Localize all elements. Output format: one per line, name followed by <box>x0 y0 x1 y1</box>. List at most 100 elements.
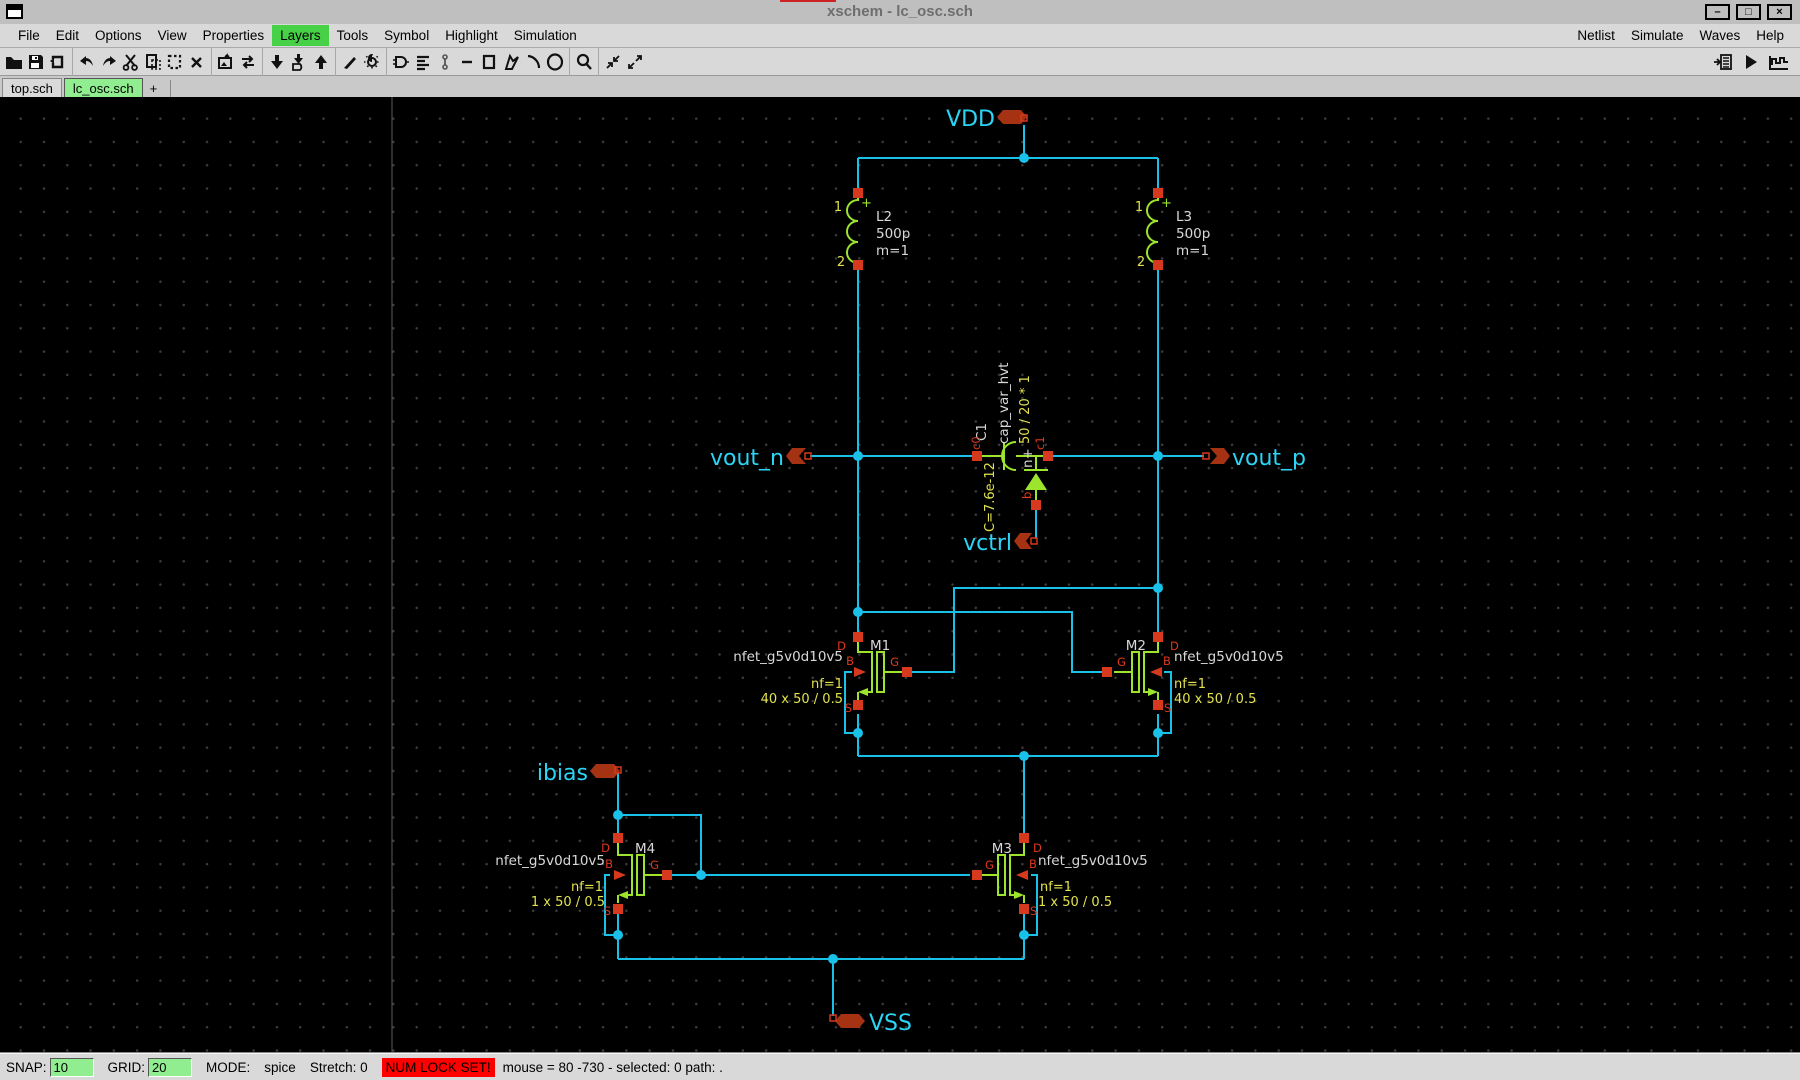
svg-text:M4[interactable]: M4 <box>635 841 655 857</box>
svg-text:M3[interactable]: M3 <box>992 841 1012 857</box>
port-vctrl[interactable]: vctrl <box>963 531 1038 556</box>
menu-tools[interactable]: Tools <box>336 28 369 43</box>
menu-file[interactable]: File <box>18 28 40 43</box>
transistor-M3[interactable]: D G S B M3 nfet_g5v0d10v5 nf=1 1 x 50 / … <box>972 833 1148 918</box>
snap-input[interactable] <box>49 1057 94 1077</box>
svg-text:40 x 50 / 0.5[interactable]: 40 x 50 / 0.5 <box>761 692 843 707</box>
menu-netlist[interactable]: Netlist <box>1577 28 1615 43</box>
open-file-icon[interactable] <box>3 51 25 73</box>
menu-simulation[interactable]: Simulation <box>513 28 577 43</box>
svg-text:L3[interactable]: L3 <box>1176 209 1192 225</box>
toggle-light-icon[interactable] <box>361 51 383 73</box>
save-icon[interactable] <box>25 51 47 73</box>
port-vss[interactable]: VSS <box>829 1011 912 1036</box>
tab-top-sch[interactable]: top.sch <box>2 78 62 97</box>
insert-component-icon[interactable] <box>390 51 412 73</box>
undo-icon[interactable] <box>76 51 98 73</box>
cut-icon[interactable] <box>120 51 142 73</box>
svg-text:cap_var_hvt[interactable]: cap_var_hvt <box>996 363 1012 444</box>
svg-text:nfet_g5v0d10v5[interactable]: nfet_g5v0d10v5 <box>1038 853 1148 869</box>
svg-text:50 / 20 * 1[interactable]: 50 / 20 * 1 <box>1018 375 1033 444</box>
netlist-lines-icon[interactable] <box>412 51 434 73</box>
reload-icon[interactable] <box>47 51 69 73</box>
insert-label-icon[interactable] <box>434 51 456 73</box>
port-vout-p[interactable]: vout_p <box>1202 446 1306 471</box>
svg-text:vout_n[interactable]: vout_n <box>710 446 784 471</box>
draw-circle-icon[interactable] <box>544 51 566 73</box>
draw-polygon-icon[interactable] <box>500 51 522 73</box>
copy-icon[interactable] <box>142 51 164 73</box>
svg-text:nfet_g5v0d10v5[interactable]: nfet_g5v0d10v5 <box>1174 649 1284 665</box>
svg-text:ibias[interactable]: ibias <box>537 761 588 786</box>
zoom-in-icon[interactable] <box>602 51 624 73</box>
menu-highlight[interactable]: Highlight <box>445 28 498 43</box>
svg-text:500p[interactable]: 500p <box>1176 226 1210 242</box>
svg-text:nfet_g5v0d10v5[interactable]: nfet_g5v0d10v5 <box>733 649 843 665</box>
schematic-canvas[interactable]: 1 2 + L2 500p m=1 1 2 + L3 500p m=1 C1 c… <box>0 97 1800 1053</box>
svg-text:C=7.6e-12[interactable]: C=7.6e-12 <box>983 462 998 532</box>
close-button[interactable]: × <box>1767 4 1792 20</box>
menu-waves[interactable]: Waves <box>1699 28 1741 43</box>
draw-rectangle-icon[interactable] <box>478 51 500 73</box>
port-vdd[interactable]: VDD <box>946 107 1028 132</box>
svg-text:1 x 50 / 0.5[interactable]: 1 x 50 / 0.5 <box>1038 895 1112 910</box>
minimize-button[interactable]: – <box>1705 4 1730 20</box>
insert-symbol-icon[interactable] <box>215 51 237 73</box>
svg-text:C1[interactable]: C1 <box>974 423 990 441</box>
descend-symbol-icon[interactable] <box>288 51 310 73</box>
svg-text:nf=1[interactable]: nf=1 <box>1174 677 1206 692</box>
port-ibias[interactable]: ibias <box>537 761 622 786</box>
inductor-L2[interactable]: 1 2 + L2 500p m=1 <box>834 188 910 270</box>
grid-input[interactable] <box>148 1057 193 1077</box>
netlist-icon[interactable] <box>1712 51 1734 73</box>
menu-simulate[interactable]: Simulate <box>1630 28 1684 43</box>
svg-text:m=1[interactable]: m=1 <box>876 243 909 259</box>
varactor-C1[interactable]: C1 cap_var_hvt 50 / 20 * 1 C=7.6e-12 n+ … <box>969 363 1053 532</box>
delete-icon[interactable] <box>186 51 208 73</box>
svg-text:M1[interactable]: M1 <box>870 638 890 654</box>
port-vout-n[interactable]: vout_n <box>710 446 812 471</box>
svg-text:vout_p[interactable]: vout_p <box>1232 446 1306 471</box>
transistor-M2[interactable]: D G S B M2 nfet_g5v0d10v5 nf=1 40 x 50 /… <box>1102 632 1284 715</box>
inductor-L3[interactable]: 1 2 + L3 500p m=1 <box>1135 188 1210 270</box>
menu-symbol[interactable]: Symbol <box>384 28 430 43</box>
new-tab-button[interactable]: + <box>149 81 158 96</box>
menu-properties[interactable]: Properties <box>202 28 265 43</box>
svg-text:nfet_g5v0d10v5[interactable]: nfet_g5v0d10v5 <box>495 853 605 869</box>
maximize-button[interactable]: □ <box>1736 4 1761 20</box>
svg-text:m=1[interactable]: m=1 <box>1176 243 1209 259</box>
menu-view[interactable]: View <box>157 28 187 43</box>
menu-options[interactable]: Options <box>95 28 142 43</box>
wires[interactable] <box>604 125 1204 1016</box>
wire-m1d-to-m2g[interactable] <box>858 611 1102 673</box>
transistor-M1[interactable]: D G S B M1 nfet_g5v0d10v5 nf=1 40 x 50 /… <box>733 632 912 715</box>
wire-m1g-to-m2d[interactable] <box>912 587 1158 673</box>
descend-schematic-icon[interactable] <box>266 51 288 73</box>
zoom-box-icon[interactable] <box>573 51 595 73</box>
svg-text:L2[interactable]: L2 <box>876 209 892 225</box>
menu-layers[interactable]: Layers <box>272 25 329 46</box>
draw-arc-icon[interactable] <box>522 51 544 73</box>
redo-icon[interactable] <box>98 51 120 73</box>
svg-text:1 x 50 / 0.5[interactable]: 1 x 50 / 0.5 <box>531 895 605 910</box>
svg-text:nf=1[interactable]: nf=1 <box>571 880 603 895</box>
zoom-out-icon[interactable] <box>624 51 646 73</box>
menu-help[interactable]: Help <box>1756 28 1784 43</box>
simulate-icon[interactable] <box>1740 51 1762 73</box>
svg-text:M2[interactable]: M2 <box>1126 638 1146 654</box>
lc-oscillator-schematic[interactable]: 1 2 + L2 500p m=1 1 2 + L3 500p m=1 C1 c… <box>0 97 1800 1053</box>
svg-text:vctrl[interactable]: vctrl <box>963 531 1012 556</box>
svg-text:40 x 50 / 0.5[interactable]: 40 x 50 / 0.5 <box>1174 692 1256 707</box>
draw-dash-icon[interactable] <box>456 51 478 73</box>
svg-text:500p[interactable]: 500p <box>876 226 910 242</box>
wire-m4-diode[interactable] <box>618 814 702 875</box>
paste-icon[interactable] <box>164 51 186 73</box>
draw-line-icon[interactable] <box>339 51 361 73</box>
svg-text:nf=1[interactable]: nf=1 <box>811 677 843 692</box>
transistor-M4[interactable]: D G S B M4 nfet_g5v0d10v5 nf=1 1 x 50 / … <box>495 833 672 918</box>
tab-lc-osc-sch[interactable]: lc_osc.sch <box>63 78 143 97</box>
svg-text:VSS[interactable]: VSS <box>869 1011 912 1036</box>
swap-icon[interactable] <box>237 51 259 73</box>
svg-text:nf=1[interactable]: nf=1 <box>1040 880 1072 895</box>
go-back-icon[interactable] <box>310 51 332 73</box>
